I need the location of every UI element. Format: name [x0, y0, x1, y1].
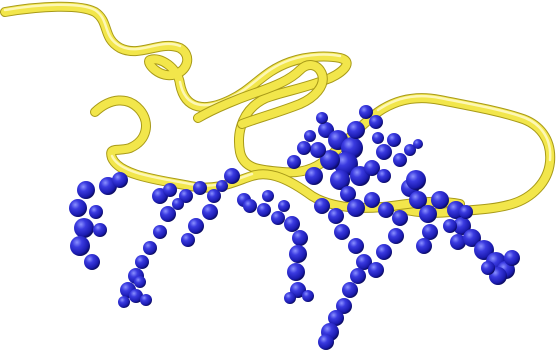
atom-sphere [112, 172, 128, 188]
atom-sphere [289, 245, 307, 263]
atom-cluster [69, 105, 520, 350]
atom-sphere [419, 205, 437, 223]
atom-sphere [284, 216, 300, 232]
atom-sphere [328, 208, 344, 224]
atom-sphere [179, 189, 193, 203]
atom-sphere [70, 236, 90, 256]
atom-sphere [356, 254, 372, 270]
atom-sphere [409, 191, 427, 209]
atom-sphere [481, 261, 495, 275]
atom-sphere [140, 294, 152, 306]
atom-sphere [359, 105, 373, 119]
atom-sphere [334, 224, 350, 240]
atom-sphere [316, 112, 328, 124]
atom-sphere [463, 229, 481, 247]
atom-sphere [160, 206, 176, 222]
atom-sphere [287, 155, 301, 169]
atom-sphere [393, 153, 407, 167]
atom-sphere [453, 217, 471, 235]
atom-sphere [135, 255, 149, 269]
atom-sphere [372, 132, 384, 144]
atom-sphere [163, 183, 177, 197]
atom-sphere [342, 282, 358, 298]
atom-sphere [368, 262, 384, 278]
atom-sphere [364, 192, 380, 208]
atom-sphere [77, 181, 95, 199]
atom-sphere [392, 210, 408, 226]
atom-sphere [350, 268, 366, 284]
atom-sphere [172, 198, 184, 210]
backbone-upper-loop-main [194, 61, 327, 128]
atom-sphere [224, 168, 240, 184]
atom-sphere [202, 204, 218, 220]
atom-sphere [134, 276, 146, 288]
atom-sphere [377, 169, 391, 183]
atom-sphere [257, 203, 271, 217]
atom-sphere [347, 121, 365, 139]
atom-sphere [243, 199, 257, 213]
atom-sphere [413, 139, 423, 149]
atom-sphere [443, 219, 457, 233]
atom-sphere [376, 144, 392, 160]
backbone-highlight [3, 3, 552, 162]
atom-sphere [340, 186, 356, 202]
atom-sphere [388, 228, 404, 244]
atom-sphere [207, 189, 221, 203]
atom-sphere [129, 289, 143, 303]
atom-sphere [459, 205, 473, 219]
atom-sphere [310, 142, 326, 158]
atom-sphere [74, 218, 94, 238]
atom-sphere [378, 202, 394, 218]
atom-sphere [431, 191, 449, 209]
atom-sphere [143, 241, 157, 255]
atom-sphere [422, 224, 438, 240]
atom-sphere [328, 310, 344, 326]
atom-sphere [348, 238, 364, 254]
atom-sphere [287, 263, 305, 281]
atom-sphere [364, 160, 380, 176]
atom-sphere [347, 199, 365, 217]
atom-sphere [387, 133, 401, 147]
atom-sphere [188, 218, 204, 234]
atom-sphere [262, 190, 274, 202]
atom-sphere [69, 199, 87, 217]
atom-sphere [278, 200, 290, 212]
atom-sphere [304, 130, 316, 142]
atom-sphere [84, 254, 100, 270]
atom-sphere [153, 225, 167, 239]
atom-sphere [216, 180, 228, 192]
atom-sphere [330, 170, 350, 190]
atom-sphere [297, 141, 311, 155]
atom-sphere [93, 223, 107, 237]
atom-sphere [89, 205, 103, 219]
atom-sphere [284, 292, 296, 304]
backbone-tube-main [1, 2, 555, 217]
atom-sphere [302, 290, 314, 302]
atom-sphere [416, 238, 432, 254]
atom-sphere [118, 296, 130, 308]
atom-sphere [336, 298, 352, 314]
atom-sphere [305, 167, 323, 185]
atom-sphere [369, 115, 383, 129]
atom-sphere [271, 211, 285, 225]
atom-sphere [406, 170, 426, 190]
atom-sphere [318, 334, 334, 350]
atom-sphere [404, 144, 416, 156]
atom-sphere [504, 250, 520, 266]
atom-sphere [314, 198, 330, 214]
atom-sphere [181, 233, 195, 247]
atom-sphere [450, 234, 466, 250]
atom-sphere [292, 230, 308, 246]
atom-sphere [376, 244, 392, 260]
atom-sphere [320, 150, 340, 170]
atom-sphere [193, 181, 207, 195]
